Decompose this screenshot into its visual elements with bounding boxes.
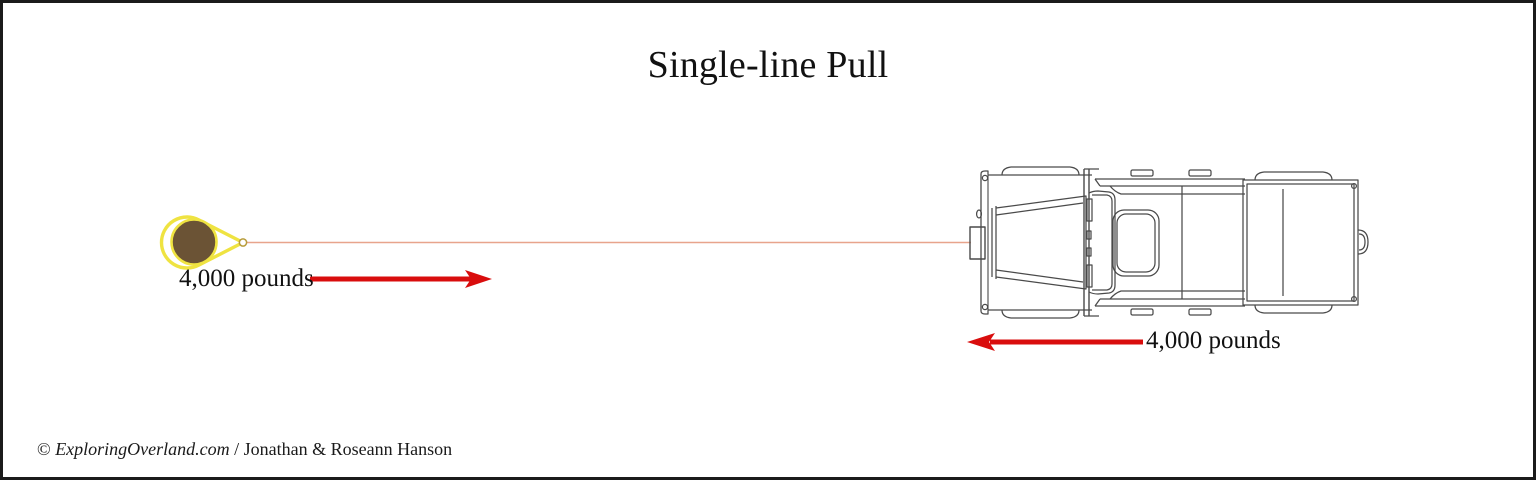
roof-hatch [1112,209,1160,277]
anchor-force-arrow [310,270,492,288]
vehicle-force-arrow [967,333,1143,351]
tree-anchor-icon [170,218,218,266]
diagram-canvas [159,166,1369,351]
copyright-symbol: © [37,439,51,459]
winch-icon [969,226,986,260]
credit-site: ExploringOverland.com [55,439,230,459]
credit-separator: / [234,439,240,459]
vehicle-load-label: 4,000 pounds [1146,327,1281,354]
copyright-credit: © ExploringOverland.com / Jonathan & Ros… [37,439,452,460]
pickup-truck-top-view [969,166,1369,319]
tree-saver-strap [159,215,244,270]
tree-anchor-group [159,215,248,270]
tailgate-handle [1357,229,1369,255]
page-title: Single-line Pull [647,44,889,86]
anchor-load-label: 4,000 pounds [179,265,314,292]
credit-authors: Jonathan & Roseann Hanson [243,439,453,459]
shackle-icon [238,238,248,247]
